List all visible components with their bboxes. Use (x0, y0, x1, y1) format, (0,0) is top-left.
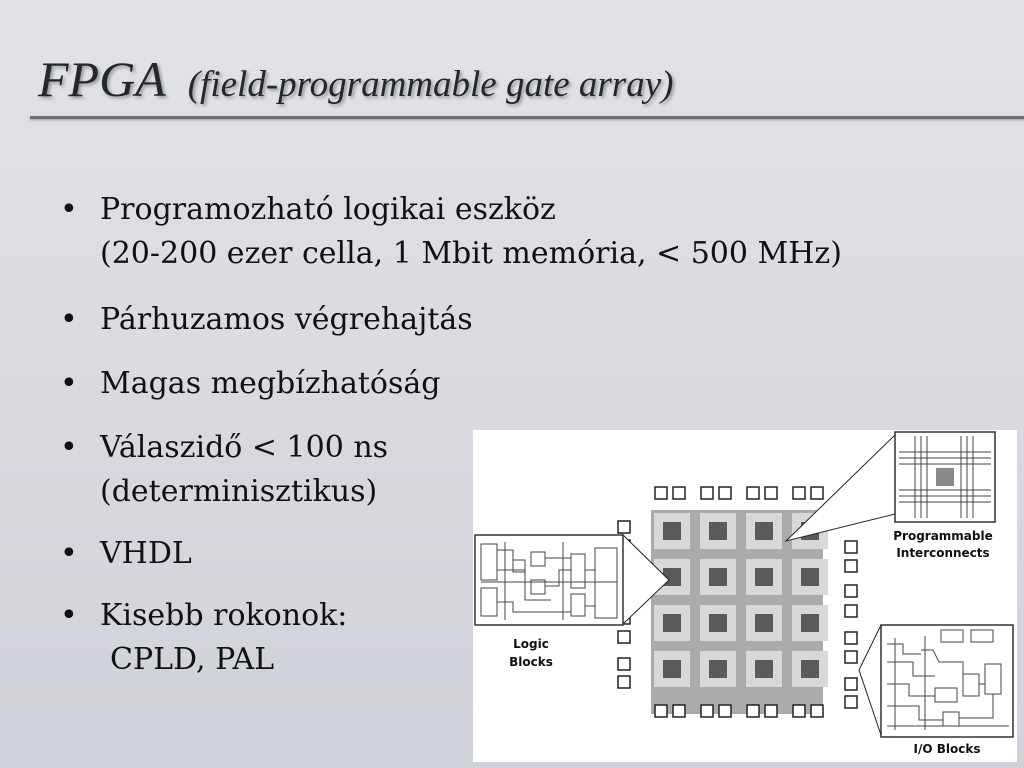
bullet-text: Párhuzamos végrehajtás (100, 302, 473, 337)
logic-cell (663, 522, 681, 540)
routing-grid (651, 510, 828, 714)
io-pad (617, 675, 631, 689)
io-pad (844, 584, 858, 598)
io-pad (764, 704, 778, 718)
io-pad (746, 486, 760, 500)
io-pad (672, 704, 686, 718)
bullet-item: Válaszidő < 100 ns (determinisztikus) (60, 426, 1000, 514)
bullet-item: Párhuzamos végrehajtás (60, 298, 1000, 342)
bullet-item: VHDL (60, 532, 1000, 576)
io-pad (844, 604, 858, 618)
io-pad (844, 631, 858, 645)
programmable-interconnects-label-line1: Programmable (893, 529, 993, 543)
logic-cell (709, 522, 727, 540)
bullet-text-continued: (determinisztikus) (100, 474, 378, 509)
io-pad (617, 630, 631, 644)
bullet-text-continued: CPLD, PAL (110, 642, 275, 677)
bullet-text: VHDL (100, 536, 192, 571)
io-pad (617, 520, 631, 534)
io-pad (672, 486, 686, 500)
slide-title-main: FPGA (38, 51, 166, 107)
bullet-text: Válaszidő < 100 ns (100, 430, 389, 465)
io-pads (617, 486, 858, 718)
logic-cell (801, 568, 819, 586)
logic-blocks-label-line1: Logic (513, 637, 549, 651)
logic-cell (709, 568, 727, 586)
io-pad (654, 704, 668, 718)
io-pad (700, 704, 714, 718)
io-block-circuit (887, 629, 1009, 730)
io-pad (654, 486, 668, 500)
bullet-item: Magas megbízhatóság (60, 362, 1000, 406)
logic-block-cells (663, 522, 819, 678)
io-pad (810, 704, 824, 718)
logic-cell (801, 614, 819, 632)
logic-cell (755, 568, 773, 586)
io-pad (792, 704, 806, 718)
slide-title: FPGA (field-programmable gate array) (38, 50, 673, 108)
io-block-callout (858, 624, 1014, 738)
logic-cell (709, 614, 727, 632)
io-pad (844, 540, 858, 554)
bullet-text: Programozható logikai eszköz (100, 192, 556, 227)
bullet-item: Programozható logikai eszköz (20-200 eze… (60, 188, 1000, 276)
io-pad (718, 486, 732, 500)
slide-title-sub: (field-programmable gate array) (187, 64, 674, 105)
io-pad (746, 704, 760, 718)
interconnect-wires (899, 436, 991, 518)
io-pad (844, 559, 858, 573)
bullet-list: Programozható logikai eszköz (20-200 eze… (60, 188, 1000, 682)
io-pad (844, 650, 858, 664)
fpga-diagram-svg: Programmable Interconnects Logic Blocks (474, 431, 1014, 756)
programmable-interconnects-label-line2: Interconnects (896, 546, 989, 560)
logic-cell (663, 660, 681, 678)
io-pad (718, 704, 732, 718)
logic-block-callout (474, 533, 670, 626)
bullet-text: Magas megbízhatóság (100, 366, 441, 401)
logic-cell (755, 522, 773, 540)
fpga-architecture-diagram: Programmable Interconnects Logic Blocks (473, 430, 1017, 762)
title-underline (30, 116, 1024, 119)
io-pad (700, 486, 714, 500)
bullet-text-continued: (20-200 ezer cella, 1 Mbit memória, < 50… (100, 236, 842, 271)
bullet-text: Kisebb rokonok: (100, 598, 348, 633)
interconnect-switch (936, 468, 954, 486)
logic-cell (801, 660, 819, 678)
io-pad (764, 486, 778, 500)
io-pad (810, 486, 824, 500)
io-blocks-label: I/O Blocks (914, 742, 981, 756)
logic-block-circuit (480, 542, 618, 620)
io-pad (844, 695, 858, 709)
logic-cell (755, 660, 773, 678)
bullet-item: Kisebb rokonok: CPLD, PAL (60, 594, 1000, 682)
io-pad (792, 486, 806, 500)
interconnect-callout (784, 431, 996, 542)
logic-cell (663, 614, 681, 632)
logic-cell (755, 614, 773, 632)
logic-blocks-label-line2: Blocks (509, 655, 553, 669)
io-pad (844, 677, 858, 691)
logic-cell (709, 660, 727, 678)
io-pad (617, 657, 631, 671)
